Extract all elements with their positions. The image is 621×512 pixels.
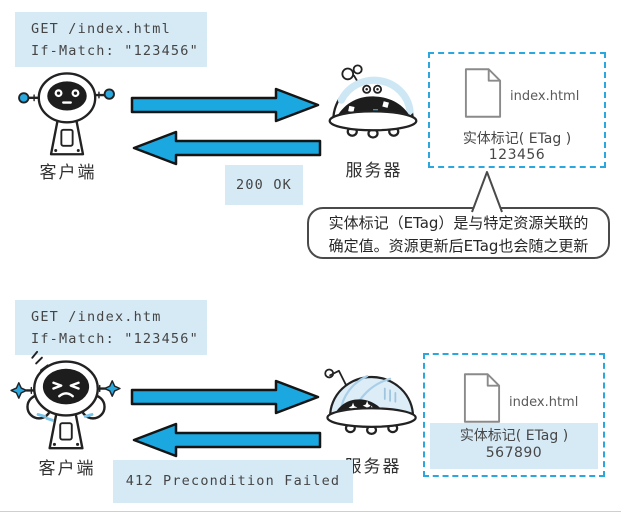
request-arrow-icon xyxy=(130,87,320,123)
robot-server-sad-icon xyxy=(324,368,417,436)
request-line: If-Match: "123456" xyxy=(31,43,199,59)
note-bubble: 实体标记（ETag）是与特定资源关联的 确定值。资源更新后ETag也会随之更新 xyxy=(307,207,610,259)
etag-band: 实体标记( ETag ) 567890 xyxy=(430,423,598,469)
resource-filename: index.html xyxy=(510,89,580,104)
note-line: 确定值。资源更新后ETag也会随之更新 xyxy=(328,237,589,255)
client-actor: 客户端 xyxy=(8,64,128,183)
client-label: 客户端 xyxy=(39,163,97,183)
request-box: GET /index.html If-Match: "123456" xyxy=(15,12,207,67)
etag-value: 123456 xyxy=(488,147,546,163)
robot-client-icon xyxy=(18,72,115,156)
document-icon xyxy=(464,68,502,118)
response-arrow-icon xyxy=(132,422,322,458)
response-arrow-icon xyxy=(132,130,322,166)
etag-value: 567890 xyxy=(485,445,543,461)
note-line: 实体标记（ETag）是与特定资源关联的 xyxy=(328,214,589,232)
request-line: If-Match: "123456" xyxy=(31,331,199,347)
server-actor: 服务器 xyxy=(322,64,426,181)
note-pointer-icon xyxy=(471,171,503,213)
request-response-arrows xyxy=(130,379,322,458)
server-label: 服务器 xyxy=(344,457,402,477)
server-actor: 服务器 xyxy=(318,362,428,477)
resource-box: index.html 实体标记( ETag ) 567890 xyxy=(423,353,605,477)
etag-label: 实体标记( ETag ) xyxy=(462,131,572,147)
request-response-arrows xyxy=(130,87,322,166)
request-box: GET /index.htm If-Match: "123456" xyxy=(15,300,207,355)
request-line: GET /index.htm xyxy=(31,309,162,325)
request-line: GET /index.html xyxy=(31,21,171,37)
client-label: 客户端 xyxy=(38,459,96,479)
client-actor: 客户端 xyxy=(2,350,132,479)
resource-box: index.html 实体标记( ETag ) 123456 xyxy=(428,52,606,168)
robot-server-ufo-icon xyxy=(328,64,418,139)
robot-client-distressed-icon xyxy=(10,350,121,450)
document-icon xyxy=(463,373,501,423)
response-status-box: 412 Precondition Failed xyxy=(113,460,353,503)
request-arrow-icon xyxy=(130,379,320,415)
resource-filename: index.html xyxy=(509,395,579,410)
etag-label: 实体标记( ETag ) xyxy=(459,428,569,444)
server-label: 服务器 xyxy=(345,161,403,181)
response-status-box: 200 OK xyxy=(225,165,303,205)
